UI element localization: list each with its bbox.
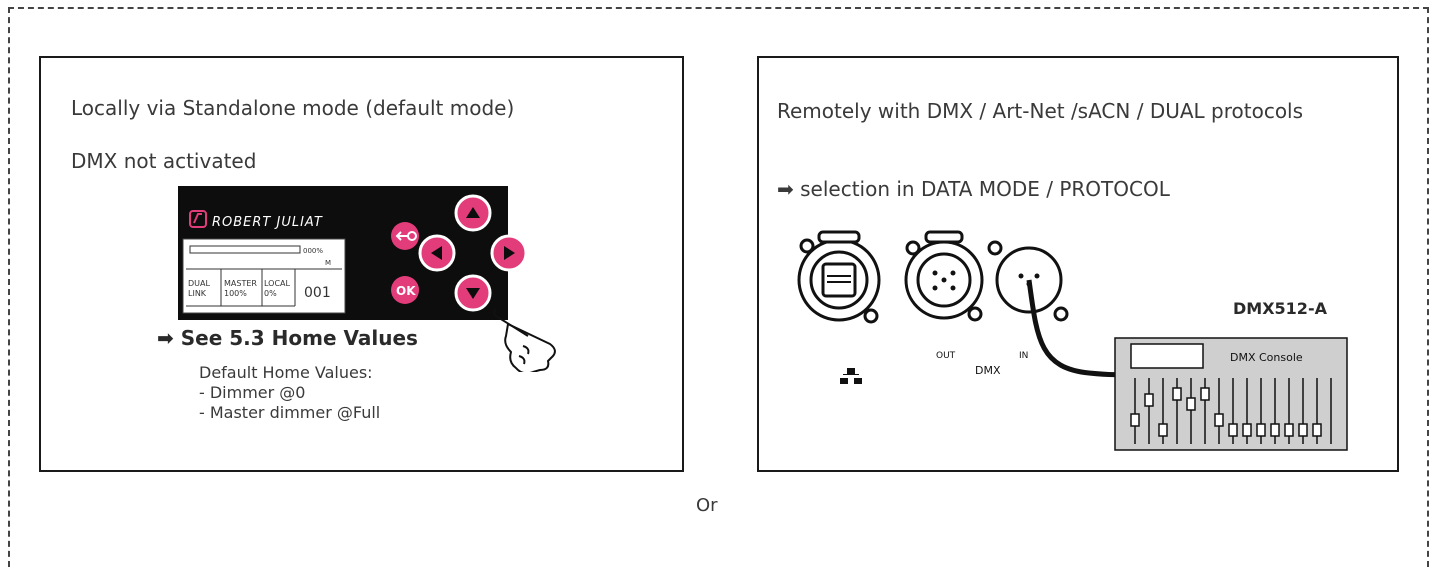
console-label: DMX Console [1230, 351, 1303, 364]
dmx-label: DMX [975, 364, 1001, 377]
level-value: 000% [303, 247, 323, 255]
out-label: OUT [936, 351, 956, 361]
selection-line: ➡ selection in DATA MODE / PROTOCOL [777, 177, 1170, 201]
up-arrow-icon [466, 207, 480, 218]
left-arrow-icon [431, 246, 442, 260]
see-home-values: ➡ See 5.3 Home Values [157, 326, 418, 350]
defaults-heading: Default Home Values: [199, 363, 373, 382]
remote-protocol-panel: Remotely with DMX / Art-Net /sACN / DUAL… [757, 56, 1399, 472]
or-label: Or [696, 495, 718, 516]
connector-diagram: OUT IN DMX DMX Console [797, 230, 1348, 451]
default-home-values: Default Home Values: - Dimmer @0 - Maste… [199, 363, 380, 423]
cell-link: LINK [188, 289, 207, 298]
dmx-console-icon: DMX Console [1114, 337, 1348, 451]
data-mode-protocol: DATA MODE / PROTOCOL [920, 177, 1170, 201]
selection-prefix: selection in [800, 177, 915, 201]
brand-name: ROBERT JULIAT [212, 215, 323, 230]
cell-local: LOCAL [264, 279, 291, 288]
level-bar [189, 245, 301, 254]
device-control-panel: ROBERT JULIAT 000% M DUAL LINK MASTER 10… [178, 186, 556, 372]
brand-logo-mark-icon [193, 213, 202, 224]
dashed-outline [8, 7, 1429, 567]
in-label: IN [1019, 351, 1028, 361]
lcd-screen [182, 238, 346, 314]
dmx512-a-label: DMX512-A [1233, 299, 1327, 318]
cell-master-value: 100% [224, 289, 247, 298]
brand-logo-icon [189, 210, 207, 228]
standalone-heading: Locally via Standalone mode (default mod… [71, 96, 515, 120]
down-arrow-icon [466, 288, 480, 299]
network-icon [840, 368, 862, 384]
arrow-right-icon: ➡ [157, 326, 174, 350]
default-dimmer: - Dimmer @0 [199, 383, 306, 402]
pointing-hand-icon [493, 309, 556, 372]
standalone-panel: Locally via Standalone mode (default mod… [39, 56, 684, 472]
m-label: M [325, 259, 331, 267]
ok-button[interactable] [391, 276, 419, 304]
ethercon-connector-icon [797, 230, 881, 324]
cell-local-value: 0% [264, 289, 277, 298]
ok-label: OK [396, 284, 416, 298]
default-master-dimmer: - Master dimmer @Full [199, 403, 381, 422]
dmx-address: 001 [304, 285, 331, 301]
remote-heading: Remotely with DMX / Art-Net /sACN / DUAL… [777, 99, 1304, 123]
arrow-right-icon: ➡ [777, 177, 794, 201]
dmx-status-text: DMX not activated [71, 149, 257, 173]
cell-dual: DUAL [188, 279, 210, 288]
see-home-text: See 5.3 Home Values [180, 326, 418, 350]
cell-master: MASTER [224, 279, 257, 288]
dmx-out-connector-icon [904, 230, 984, 322]
right-arrow-icon [504, 246, 515, 260]
